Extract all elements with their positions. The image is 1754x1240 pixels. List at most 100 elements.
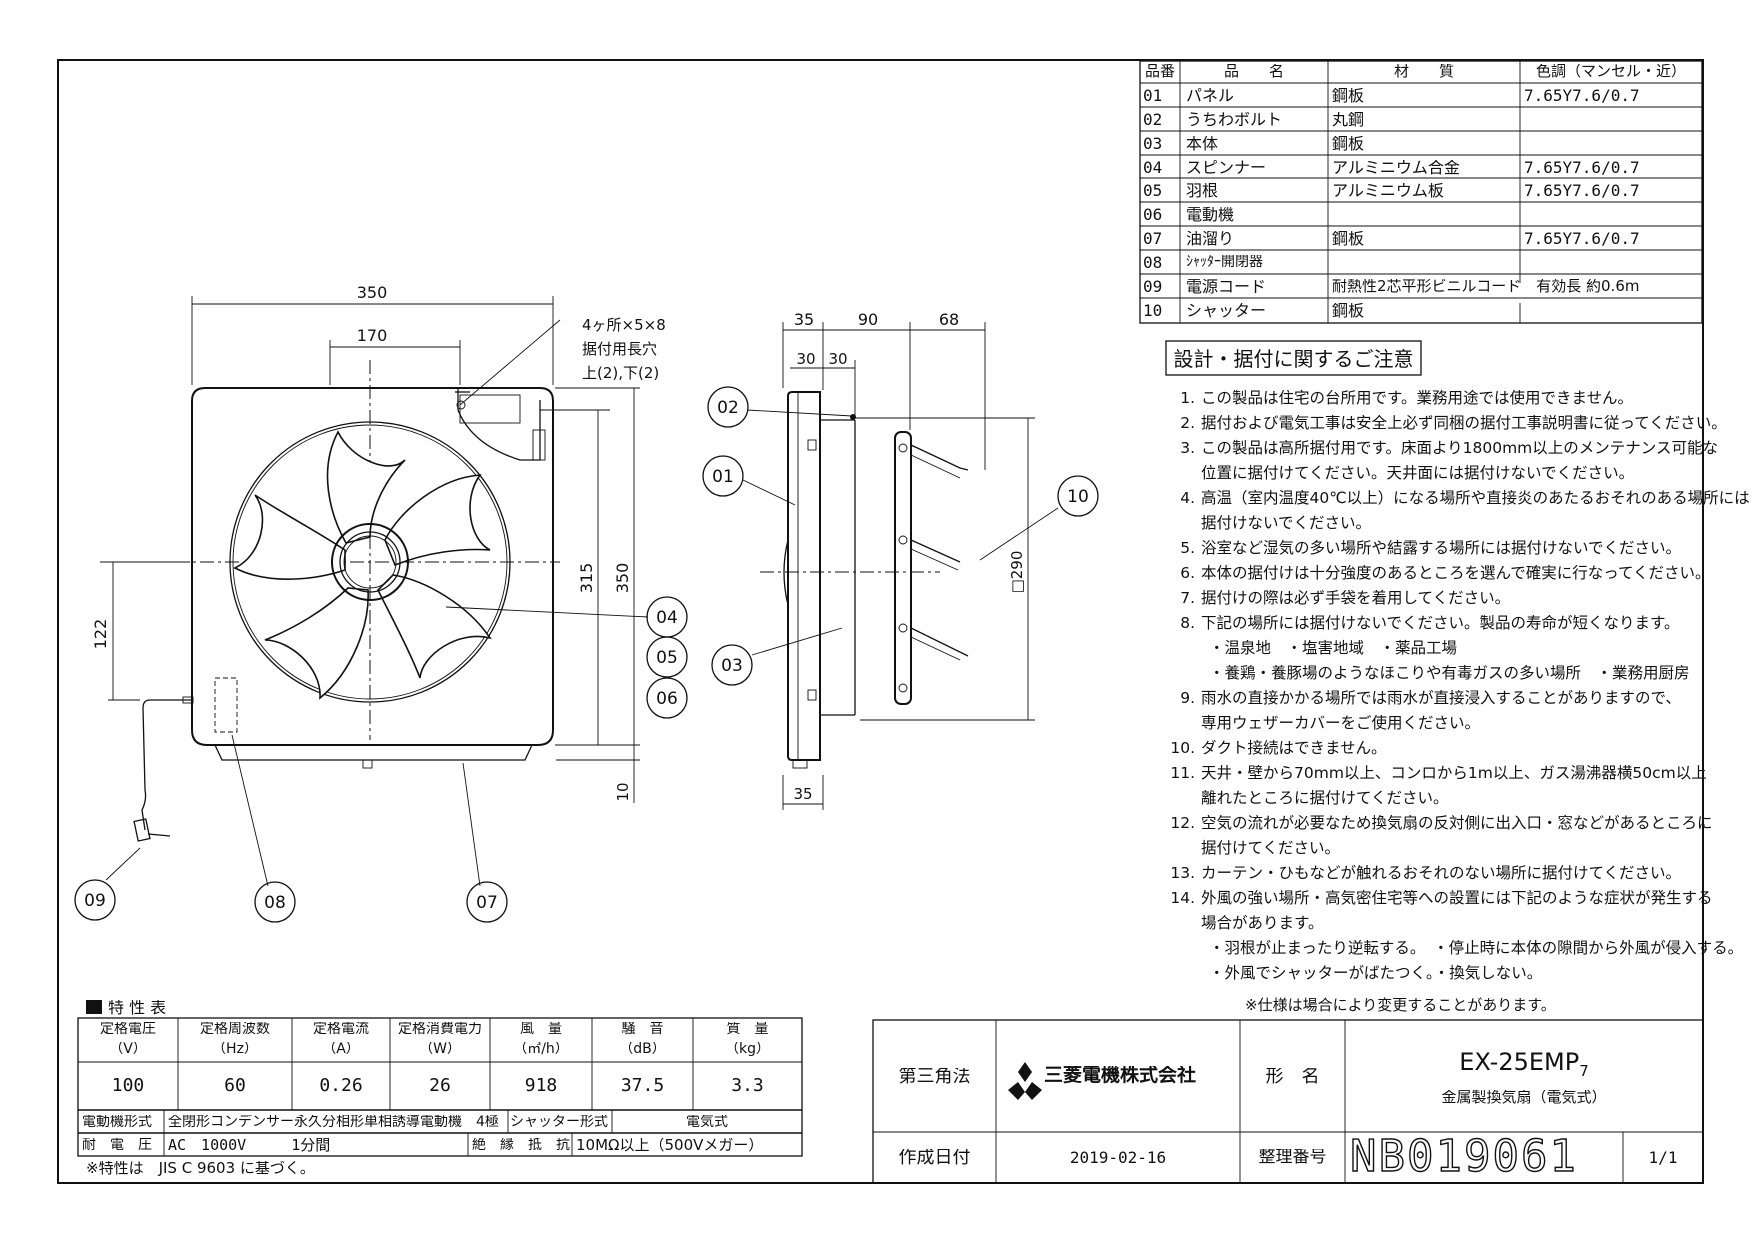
dim-center-label: 170: [357, 326, 388, 345]
withstand-label: 耐 電 圧: [82, 1138, 152, 1152]
spec-header: 定格電流: [313, 1022, 369, 1036]
part-color: 7.65Y7.6/0.7: [1524, 160, 1640, 176]
parts-header-name: 品 名: [1223, 64, 1284, 79]
part-name: スピンナー: [1186, 160, 1267, 176]
sheet-number: 1/1: [1648, 1150, 1678, 1166]
spec-header: 定格電圧: [100, 1022, 156, 1036]
parts-header-material: 材 質: [1393, 64, 1454, 79]
part-no: 07: [1143, 231, 1163, 247]
part-color: 7.65Y7.6/0.7: [1524, 231, 1640, 247]
notes-title-box: [1165, 340, 1422, 376]
part-no: 05: [1143, 183, 1163, 199]
note-item: 2.据付および電気工事は安全上必ず同梱の据付工事説明書に従ってください。: [1180, 414, 1727, 432]
spec-header-unit: （A）: [322, 1042, 360, 1056]
ref-label: 整理番号: [1258, 1149, 1327, 1166]
part-name: 羽根: [1186, 183, 1219, 199]
part-no: 03: [1143, 136, 1163, 152]
dim-35-bottom-label: 35: [793, 785, 812, 803]
part-name: うちわボルト: [1186, 112, 1283, 128]
note-item: 10.ダクト接続はできません。: [1170, 739, 1387, 757]
part-name: パネル: [1186, 88, 1235, 104]
callout-07: 07: [476, 893, 498, 913]
dim-90-label: 90: [858, 310, 878, 329]
note-line: ・外風でシャッターがばたつく。・換気しない。: [1209, 964, 1543, 982]
mitsubishi-logo-icon: [1008, 1062, 1042, 1100]
dim-height-label: 350: [613, 563, 632, 594]
note-item: 1.この製品は住宅の台所用です。業務用途では使用できません。: [1180, 389, 1633, 407]
part-no: 10: [1143, 303, 1163, 319]
note-line: 据付けてください。: [1201, 839, 1341, 857]
part-name: 油溜り: [1186, 231, 1235, 247]
slot-note-3: 上(2),下(2): [582, 364, 659, 382]
note-item: 6.本体の据付けは十分強度のあるところを選んで確実に行なってください。: [1180, 564, 1711, 582]
callout-04: 04: [656, 608, 678, 628]
spec-table-grid: [77, 1000, 803, 1157]
spec-header-unit: （Hz）: [212, 1042, 258, 1056]
notes-title: 設計・据付に関するご注意: [1173, 349, 1414, 369]
dim-68-label: 68: [939, 310, 959, 329]
spec-header-unit: （㎥/h）: [513, 1042, 569, 1056]
model-number: EX-25EMP7: [1459, 1050, 1589, 1079]
part-color: 7.65Y7.6/0.7: [1524, 88, 1640, 104]
spec-header: 騒 音: [621, 1022, 664, 1036]
insulation-value: 10MΩ以上（500Vメガー）: [576, 1138, 764, 1153]
part-no: 09: [1143, 279, 1163, 295]
company-name: 三菱電機株式会社: [1044, 1066, 1197, 1085]
spec-header: 風 量: [520, 1022, 562, 1036]
parts-header-no: 品番: [1144, 64, 1175, 79]
callout-10: 10: [1067, 487, 1089, 507]
note-item: 7.据付けの際は必ず手袋を着用してください。: [1180, 589, 1511, 607]
shutter-value: 電気式: [686, 1115, 728, 1129]
part-material: 耐熱性2芯平形ビニルコード 有効長 約0.6m: [1332, 279, 1640, 294]
shutter-label: シャッター形式: [510, 1115, 608, 1129]
motor-label: 電動機形式: [82, 1115, 152, 1129]
note-item: 3.この製品は高所据付用です。床面より1800mm以上のメンテナンス可能な: [1180, 439, 1718, 457]
part-name: シャッター: [1186, 303, 1267, 319]
front-view: [100, 296, 640, 842]
part-material: 丸鋼: [1332, 112, 1365, 128]
front-dimension-labels: 350 170 315 350 122 10 4ヶ所×5×8 据付用長穴 上(2…: [91, 283, 666, 802]
side-dimension-labels: 35 90 68 30 30 □290 35: [793, 310, 1026, 803]
date-label: 作成日付: [898, 1149, 971, 1167]
dim-290-label: □290: [1008, 551, 1026, 594]
part-name: 電源コード: [1186, 279, 1267, 295]
part-no: 04: [1143, 160, 1163, 176]
callout-labels: 02 01 03 04 05 06 10 09 08 07: [84, 398, 1089, 913]
dim-bottom-label: 10: [614, 782, 632, 801]
callout-06: 06: [656, 689, 678, 709]
callout-09: 09: [84, 891, 106, 911]
note-item: 5.浴室など湿気の多い場所や結露する場所には据付けないでください。: [1180, 539, 1682, 557]
part-no: 08: [1143, 255, 1163, 271]
part-name: 電動機: [1186, 207, 1235, 223]
projection-label: 第三角法: [898, 1068, 971, 1086]
spec-value: 37.5: [620, 1077, 665, 1095]
parts-header-color: 色調（マンセル・近）: [1535, 64, 1686, 79]
callout-01: 01: [712, 467, 734, 487]
spec-header-unit: （V）: [109, 1042, 147, 1056]
creation-date: 2019-02-16: [1069, 1150, 1167, 1166]
note-item: 12.空気の流れが必要なため換気扇の反対側に出入口・窓などがあるところに: [1170, 814, 1713, 832]
note-line: ・羽根が止まったり逆転する。 ・停止時に本体の隙間から外風が侵入する。: [1209, 939, 1744, 957]
spec-table-title: 特 性 表: [108, 1000, 167, 1016]
part-material: 鋼板: [1332, 88, 1365, 104]
spec-header-unit: （W）: [419, 1042, 461, 1056]
motor-value: 全閉形コンデンサー永久分相形単相誘導電動機 4極: [168, 1115, 499, 1129]
callout-05: 05: [656, 648, 678, 668]
spec-header: 質 量: [726, 1022, 769, 1036]
callout-03: 03: [721, 656, 743, 676]
callout-08: 08: [264, 893, 286, 913]
part-no: 02: [1143, 112, 1163, 128]
part-no: 06: [1143, 207, 1163, 223]
parts-table-grid: [1139, 60, 1703, 324]
note-item: 11.天井・壁から70mm以上、コンロから1m以上、ガス湯沸器横50cm以上: [1170, 764, 1707, 782]
note-line: 離れたところに据付けてください。: [1201, 789, 1449, 807]
note-line: 専用ウェザーカバーをご使用ください。: [1201, 714, 1481, 732]
note-item: 13.カーテン・ひもなどが触れるおそれのない場所に据付けてください。: [1170, 864, 1682, 882]
spec-value: 100: [111, 1077, 145, 1095]
part-material: 鋼板: [1332, 303, 1365, 319]
dim-35-top-label: 35: [794, 310, 814, 329]
part-material: アルミニウム合金: [1332, 160, 1460, 176]
spec-value: 0.26: [319, 1077, 363, 1095]
spec-value: 3.3: [731, 1077, 764, 1095]
